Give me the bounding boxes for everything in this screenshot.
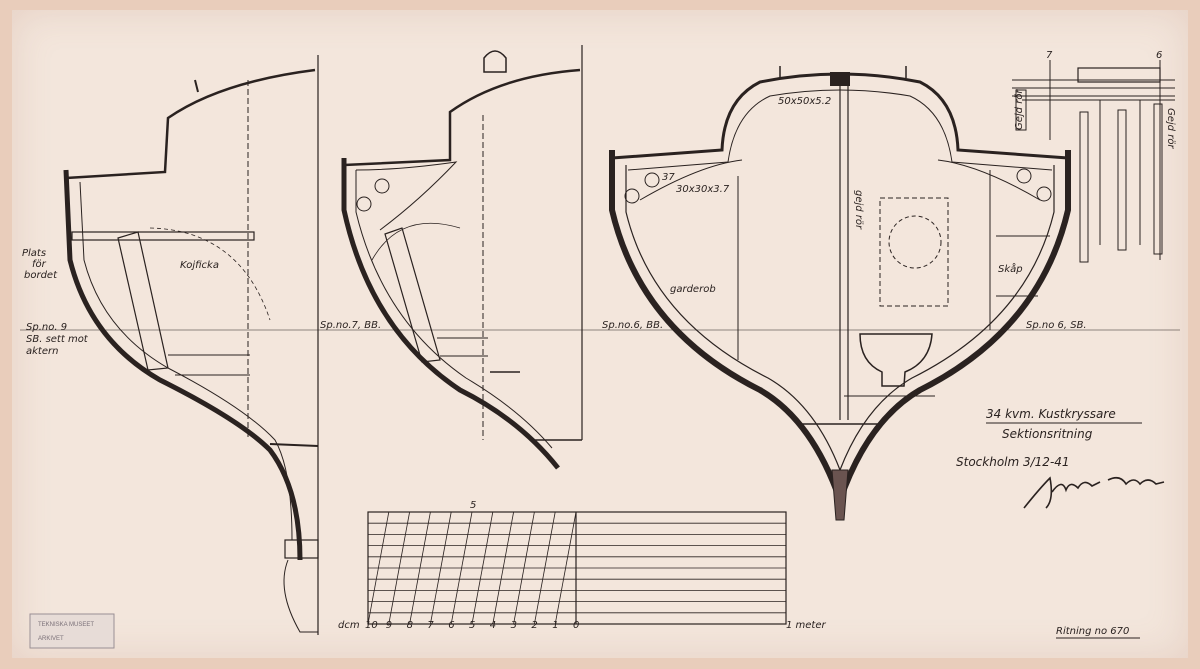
scale-diagonal [471, 511, 494, 625]
plats-line-1: Plats [22, 248, 46, 259]
skap-label: Skåp [998, 262, 1023, 275]
scale-diagonal [409, 511, 431, 625]
sp7-label: Sp.no.7, BB. [320, 320, 381, 331]
scale-tick-label: 8 [407, 620, 413, 631]
drawing-paper [12, 10, 1188, 658]
dim-37-label: 37 [662, 172, 675, 183]
scale-tick-label: 2 [531, 620, 537, 631]
scale-tick-label: 1 [552, 620, 558, 631]
sp6bb-label: Sp.no.6, BB. [602, 320, 663, 331]
dim-50-label: 50x50x5.2 [778, 96, 831, 107]
plats-label: Plats för bordet [22, 248, 58, 281]
subtitle-label: Sektionsritning [1002, 427, 1093, 441]
scale-tick-label: 3 [511, 620, 517, 631]
scale-tick-label: 9 [386, 620, 392, 631]
sp9-label: Sp.no. 9 SB. sett mot aktern [26, 322, 89, 357]
sp9-line-3: aktern [26, 346, 58, 357]
scale-top-mark: 5 [470, 500, 476, 511]
panel-separators [317, 45, 583, 635]
scale-diagonal [492, 511, 514, 625]
signature [1023, 476, 1165, 509]
garderob-label: garderob [670, 284, 716, 295]
section-sp6 [609, 66, 1071, 521]
scale-tick-label: 4 [490, 620, 496, 631]
stamp-line-2: ARKIVET [38, 636, 64, 642]
scale-tick-label: 6 [448, 620, 454, 631]
plats-line-2: för [32, 259, 47, 270]
sp6sb-label: Sp.no 6, SB. [1026, 320, 1087, 331]
sp9-line-1: Sp.no. 9 [26, 322, 67, 333]
dim-30-label: 30x30x3.7 [676, 184, 730, 195]
kojficka-label: Kojficka [180, 260, 219, 271]
sp9-line-2: SB. sett mot [26, 334, 89, 345]
frame-6-label: 6 [1156, 50, 1162, 61]
scale-tick-label: 10 [365, 620, 378, 631]
scale-diagonal [554, 511, 577, 625]
scale-diagonal [534, 511, 556, 625]
scale-diagonal [367, 511, 390, 625]
frame-7-label: 7 [1046, 50, 1053, 61]
gejd-right-label: Gejd rör [1165, 108, 1176, 149]
scale-diagonal [450, 511, 473, 625]
frame-detail [1012, 60, 1175, 263]
gejd-left-label: Gejd rör [1014, 89, 1025, 130]
scale-tick-label: 5 [469, 620, 475, 631]
scale-diagonal [513, 511, 535, 625]
scale-diagonal [430, 511, 452, 625]
museum-stamp: TEKNISKA MUSEET ARKIVET [29, 613, 115, 649]
scale-tick-label: 7 [427, 620, 434, 631]
stamp-line-1: TEKNISKA MUSEET [38, 622, 94, 628]
scale-unit-left: dcm [338, 620, 360, 631]
gejd-center-label: gejd rör [853, 190, 864, 230]
section-sp7 [341, 50, 582, 470]
scale-unit-right: 1 meter [786, 620, 827, 631]
section-sp9 [63, 68, 319, 633]
place-date-label: Stockholm 3/12-41 [956, 455, 1070, 469]
scale-diagonal [388, 511, 410, 625]
drawing-number: Ritning no 670 [1056, 626, 1129, 637]
scale-tick-label: 0 [573, 620, 579, 631]
scale-bar [367, 511, 787, 625]
plats-line-3: bordet [24, 270, 58, 281]
title-label: 34 kvm. Kustkryssare [986, 407, 1116, 421]
